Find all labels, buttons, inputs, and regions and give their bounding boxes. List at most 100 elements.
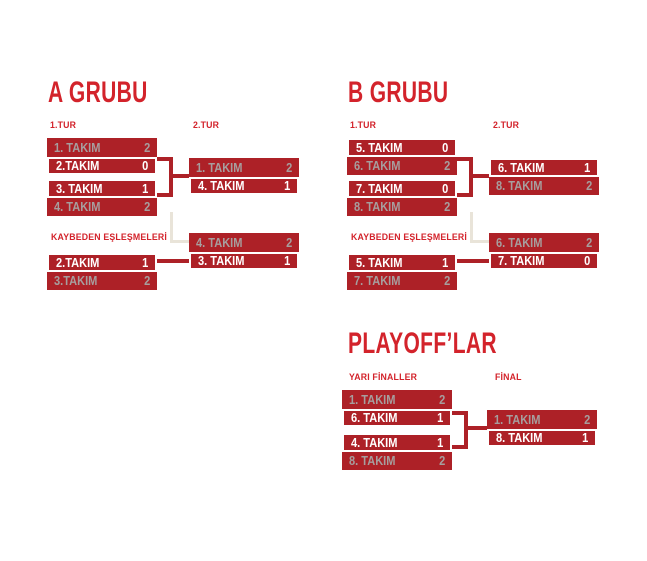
team-score: 0 (141, 158, 148, 174)
match-semifinal-1: 1. TAKIM 2 6. TAKIM 1 (342, 390, 452, 427)
team-name: 4. TAKIM (198, 178, 245, 194)
team-score: 2 (285, 234, 292, 250)
group-a-round1-label: 1.TUR (50, 120, 77, 131)
team-name: 6. TAKIM (496, 234, 543, 250)
semifinals-label: YARI FİNALLER (349, 372, 418, 383)
team-name: 7. TAKIM (356, 180, 403, 196)
team-score: 1 (141, 180, 148, 196)
group-b-round2-label: 2.TUR (493, 120, 520, 131)
group-b-section: B GRUBU 1.TUR 2.TUR 5. TAKIM 0 6. TAKIM … (347, 76, 605, 295)
match-a-round1-2: 3. TAKIM 1 4. TAKIM 2 (47, 179, 157, 216)
team-row: 5. TAKIM 1 (347, 253, 457, 272)
team-score: 1 (283, 178, 290, 194)
team-row: 4. TAKIM 2 (47, 198, 157, 217)
team-score: 2 (285, 159, 292, 175)
match-b-round2: 6. TAKIM 1 8. TAKIM 2 (489, 158, 599, 195)
bracket-connector (157, 259, 189, 263)
team-name: 3.TAKIM (54, 273, 98, 289)
bracket-connector (457, 157, 473, 161)
match-b-consolation: 6. TAKIM 2 7. TAKIM 0 (489, 233, 599, 270)
team-row: 4. TAKIM 1 (342, 433, 452, 452)
team-name: 3. TAKIM (198, 253, 245, 269)
team-row: 2.TAKIM 1 (47, 253, 157, 272)
bracket-connector (464, 411, 468, 449)
team-name: 5. TAKIM (356, 139, 403, 155)
team-row: 7. TAKIM 0 (347, 179, 457, 198)
bracket-connector (169, 174, 189, 178)
loser-drop-connector (170, 212, 173, 243)
team-row: 6. TAKIM 1 (342, 408, 452, 427)
team-name: 7. TAKIM (354, 273, 401, 289)
team-row: 1. TAKIM 2 (47, 138, 157, 157)
team-score: 2 (443, 273, 450, 289)
loser-drop-connector (470, 240, 489, 243)
team-row: 7. TAKIM 0 (489, 251, 599, 270)
team-score: 2 (143, 199, 150, 215)
match-a-consolation: 4. TAKIM 2 3. TAKIM 1 (189, 233, 299, 270)
team-name: 5. TAKIM (356, 254, 403, 270)
bracket-connector (452, 445, 468, 449)
playoffs-section: PLAYOFF’LAR YARI FİNALLER FİNAL 1. TAKIM… (342, 327, 602, 479)
team-score: 0 (441, 139, 448, 155)
team-row: 1. TAKIM 2 (189, 158, 299, 177)
team-row: 8. TAKIM 1 (487, 428, 597, 447)
match-b-round1-2: 7. TAKIM 0 8. TAKIM 2 (347, 179, 457, 216)
team-score: 1 (283, 253, 290, 269)
team-score: 0 (583, 253, 590, 269)
team-name: 8. TAKIM (496, 178, 543, 194)
bracket-connector (452, 411, 468, 415)
bracket-connector (469, 174, 489, 178)
team-name: 8. TAKIM (349, 453, 396, 469)
team-row: 8. TAKIM 2 (342, 452, 452, 471)
team-score: 2 (438, 391, 445, 407)
team-score: 1 (436, 434, 443, 450)
match-semifinal-2: 4. TAKIM 1 8. TAKIM 2 (342, 433, 452, 470)
team-name: 4. TAKIM (54, 199, 101, 215)
loser-drop-connector (470, 212, 473, 243)
final-label: FİNAL (495, 372, 522, 383)
group-b-losers-label: KAYBEDEN EŞLEŞMELERİ (351, 232, 468, 243)
team-row: 3. TAKIM 1 (189, 251, 299, 270)
team-row: 6. TAKIM 1 (489, 158, 599, 177)
team-row: 2.TAKIM 0 (47, 156, 157, 175)
team-score: 2 (443, 199, 450, 215)
group-a-title: A GRUBU (48, 76, 148, 109)
team-name: 6. TAKIM (498, 159, 545, 175)
team-row: 3.TAKIM 2 (47, 272, 157, 291)
team-row: 1. TAKIM 2 (342, 390, 452, 409)
team-row: 6. TAKIM 2 (347, 157, 457, 176)
bracket-connector (457, 259, 489, 263)
playoffs-title: PLAYOFF’LAR (348, 327, 497, 360)
team-row: 4. TAKIM 2 (189, 233, 299, 252)
team-score: 2 (585, 178, 592, 194)
match-final: 1. TAKIM 2 8. TAKIM 1 (487, 410, 597, 447)
team-score: 1 (436, 410, 443, 426)
team-name: 8. TAKIM (354, 199, 401, 215)
team-row: 7. TAKIM 2 (347, 272, 457, 291)
team-score: 2 (143, 139, 150, 155)
team-name: 3. TAKIM (56, 180, 103, 196)
match-b-losers: 5. TAKIM 1 7. TAKIM 2 (347, 253, 457, 290)
bracket-connector (157, 193, 173, 197)
team-score: 0 (441, 180, 448, 196)
group-b-round1-label: 1.TUR (350, 120, 377, 131)
group-b-title: B GRUBU (348, 76, 449, 109)
team-score: 2 (143, 273, 150, 289)
team-name: 1. TAKIM (54, 139, 101, 155)
bracket-connector (157, 157, 173, 161)
team-score: 1 (583, 159, 590, 175)
team-row: 5. TAKIM 0 (347, 138, 457, 157)
team-score: 2 (583, 411, 590, 427)
bracket-connector (457, 193, 473, 197)
match-a-losers: 2.TAKIM 1 3.TAKIM 2 (47, 253, 157, 290)
team-name: 1. TAKIM (349, 391, 396, 407)
team-name: 6. TAKIM (354, 158, 401, 174)
group-a-section: A GRUBU 1.TUR 2.TUR 1. TAKIM 2 2.TAKIM 0… (47, 76, 305, 295)
match-a-round2: 1. TAKIM 2 4. TAKIM 1 (189, 158, 299, 195)
group-a-round2-label: 2.TUR (193, 120, 220, 131)
team-score: 2 (438, 453, 445, 469)
match-b-round1-1: 5. TAKIM 0 6. TAKIM 2 (347, 138, 457, 175)
team-name: 2.TAKIM (56, 158, 100, 174)
team-row: 3. TAKIM 1 (47, 179, 157, 198)
